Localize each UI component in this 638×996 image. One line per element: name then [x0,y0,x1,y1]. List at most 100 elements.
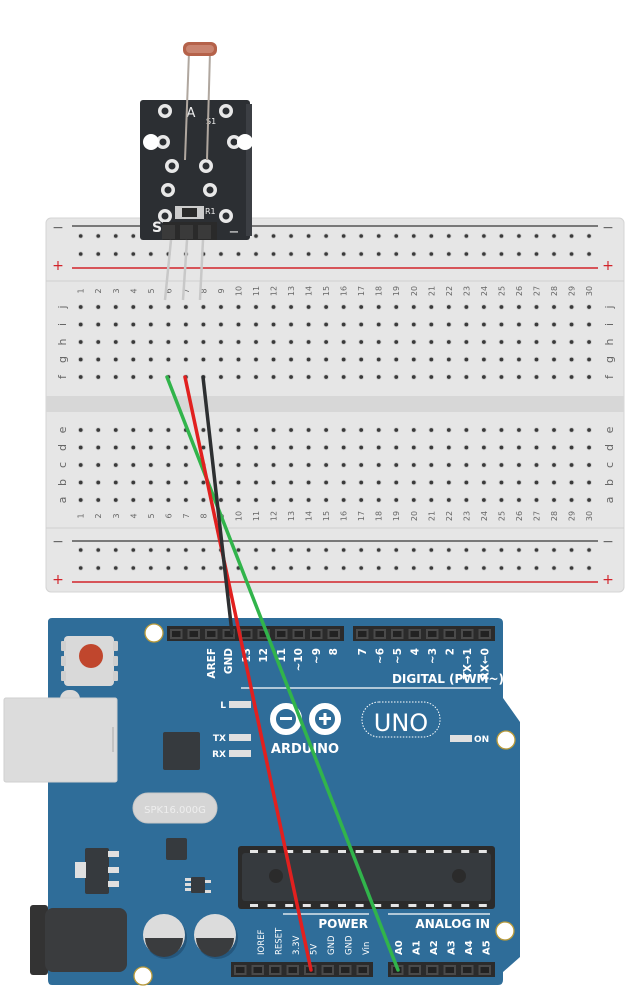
breadboard-hole[interactable] [499,428,504,432]
breadboard-hole[interactable] [359,463,364,467]
breadboard-hole[interactable] [306,428,311,432]
breadboard-hole[interactable] [219,357,223,362]
rail-hole[interactable] [113,566,118,570]
rail-hole[interactable] [499,234,504,238]
breadboard-hole[interactable] [534,445,539,450]
rail-hole[interactable] [131,234,136,238]
breadboard-hole[interactable] [499,340,504,344]
breadboard-hole[interactable] [446,463,451,467]
breadboard-hole[interactable] [552,428,556,432]
breadboard-hole[interactable] [254,445,258,450]
breadboard-hole[interactable] [376,463,381,467]
breadboard-hole[interactable] [271,480,276,485]
rail-hole[interactable] [289,252,293,256]
breadboard-hole[interactable] [429,305,434,309]
rail-hole[interactable] [341,252,346,256]
breadboard-hole[interactable] [96,428,101,432]
breadboard-hole[interactable] [324,375,329,379]
breadboard-hole[interactable] [499,322,504,327]
breadboard-hole[interactable] [289,480,293,485]
breadboard-hole[interactable] [113,428,118,432]
breadboard-hole[interactable] [148,340,153,344]
breadboard-hole[interactable] [289,357,293,362]
breadboard-hole[interactable] [271,445,276,450]
breadboard-hole[interactable] [394,357,399,362]
breadboard-hole[interactable] [219,340,223,344]
breadboard-hole[interactable] [446,498,451,502]
rail-hole[interactable] [271,234,276,238]
breadboard-hole[interactable] [78,305,83,309]
breadboard-hole[interactable] [481,480,486,485]
breadboard-hole[interactable] [219,463,223,467]
rail-hole[interactable] [499,566,504,570]
breadboard-hole[interactable] [552,445,556,450]
breadboard-hole[interactable] [271,305,276,309]
breadboard-hole[interactable] [78,340,83,344]
breadboard-hole[interactable] [411,340,416,344]
rail-hole[interactable] [429,252,434,256]
breadboard-hole[interactable] [183,322,188,327]
breadboard-hole[interactable] [499,463,504,467]
breadboard-hole[interactable] [324,428,329,432]
breadboard-hole[interactable] [464,375,469,379]
breadboard-hole[interactable] [499,305,504,309]
breadboard-hole[interactable] [254,305,258,309]
breadboard-hole[interactable] [499,480,504,485]
breadboard-hole[interactable] [446,480,451,485]
rail-hole[interactable] [411,548,416,552]
breadboard-hole[interactable] [481,340,486,344]
breadboard-hole[interactable] [411,375,416,379]
breadboard-hole[interactable] [376,480,381,485]
breadboard-hole[interactable] [289,340,293,344]
rail-hole[interactable] [552,252,556,256]
breadboard-hole[interactable] [148,480,153,485]
breadboard-hole[interactable] [534,498,539,502]
breadboard-hole[interactable] [289,498,293,502]
breadboard-hole[interactable] [341,480,346,485]
breadboard-hole[interactable] [341,322,346,327]
breadboard-hole[interactable] [306,498,311,502]
breadboard-hole[interactable] [131,375,136,379]
breadboard-hole[interactable] [341,445,346,450]
breadboard-hole[interactable] [166,305,171,309]
breadboard-hole[interactable] [446,322,451,327]
breadboard-hole[interactable] [517,357,521,362]
rail-hole[interactable] [78,548,83,552]
breadboard-hole[interactable] [359,498,364,502]
breadboard-hole[interactable] [552,480,556,485]
breadboard-hole[interactable] [254,463,258,467]
breadboard-hole[interactable] [429,357,434,362]
breadboard-hole[interactable] [324,463,329,467]
rail-hole[interactable] [236,252,241,256]
breadboard-hole[interactable] [96,480,101,485]
breadboard-hole[interactable] [166,445,171,450]
rail-hole[interactable] [482,566,486,570]
rail-hole[interactable] [376,234,381,238]
rail-hole[interactable] [394,548,399,552]
breadboard-hole[interactable] [499,445,504,450]
rail-hole[interactable] [359,234,363,238]
breadboard-hole[interactable] [517,305,521,309]
rail-hole[interactable] [166,566,171,570]
breadboard-hole[interactable] [289,463,293,467]
rail-hole[interactable] [166,548,171,552]
breadboard-hole[interactable] [569,322,574,327]
breadboard-hole[interactable] [552,357,556,362]
rail-hole[interactable] [271,548,276,552]
breadboard-hole[interactable] [376,375,381,379]
breadboard-hole[interactable] [517,322,521,327]
rail-hole[interactable] [482,234,486,238]
rail-hole[interactable] [569,548,574,552]
rail-hole[interactable] [236,548,241,552]
rail-hole[interactable] [324,548,328,552]
breadboard-hole[interactable] [341,357,346,362]
rail-hole[interactable] [131,566,136,570]
power-wire[interactable] [183,375,313,972]
breadboard-hole[interactable] [78,445,83,450]
breadboard-hole[interactable] [481,357,486,362]
breadboard-hole[interactable] [569,498,574,502]
rail-hole[interactable] [447,548,451,552]
breadboard-hole[interactable] [587,498,591,502]
breadboard-hole[interactable] [481,305,486,309]
